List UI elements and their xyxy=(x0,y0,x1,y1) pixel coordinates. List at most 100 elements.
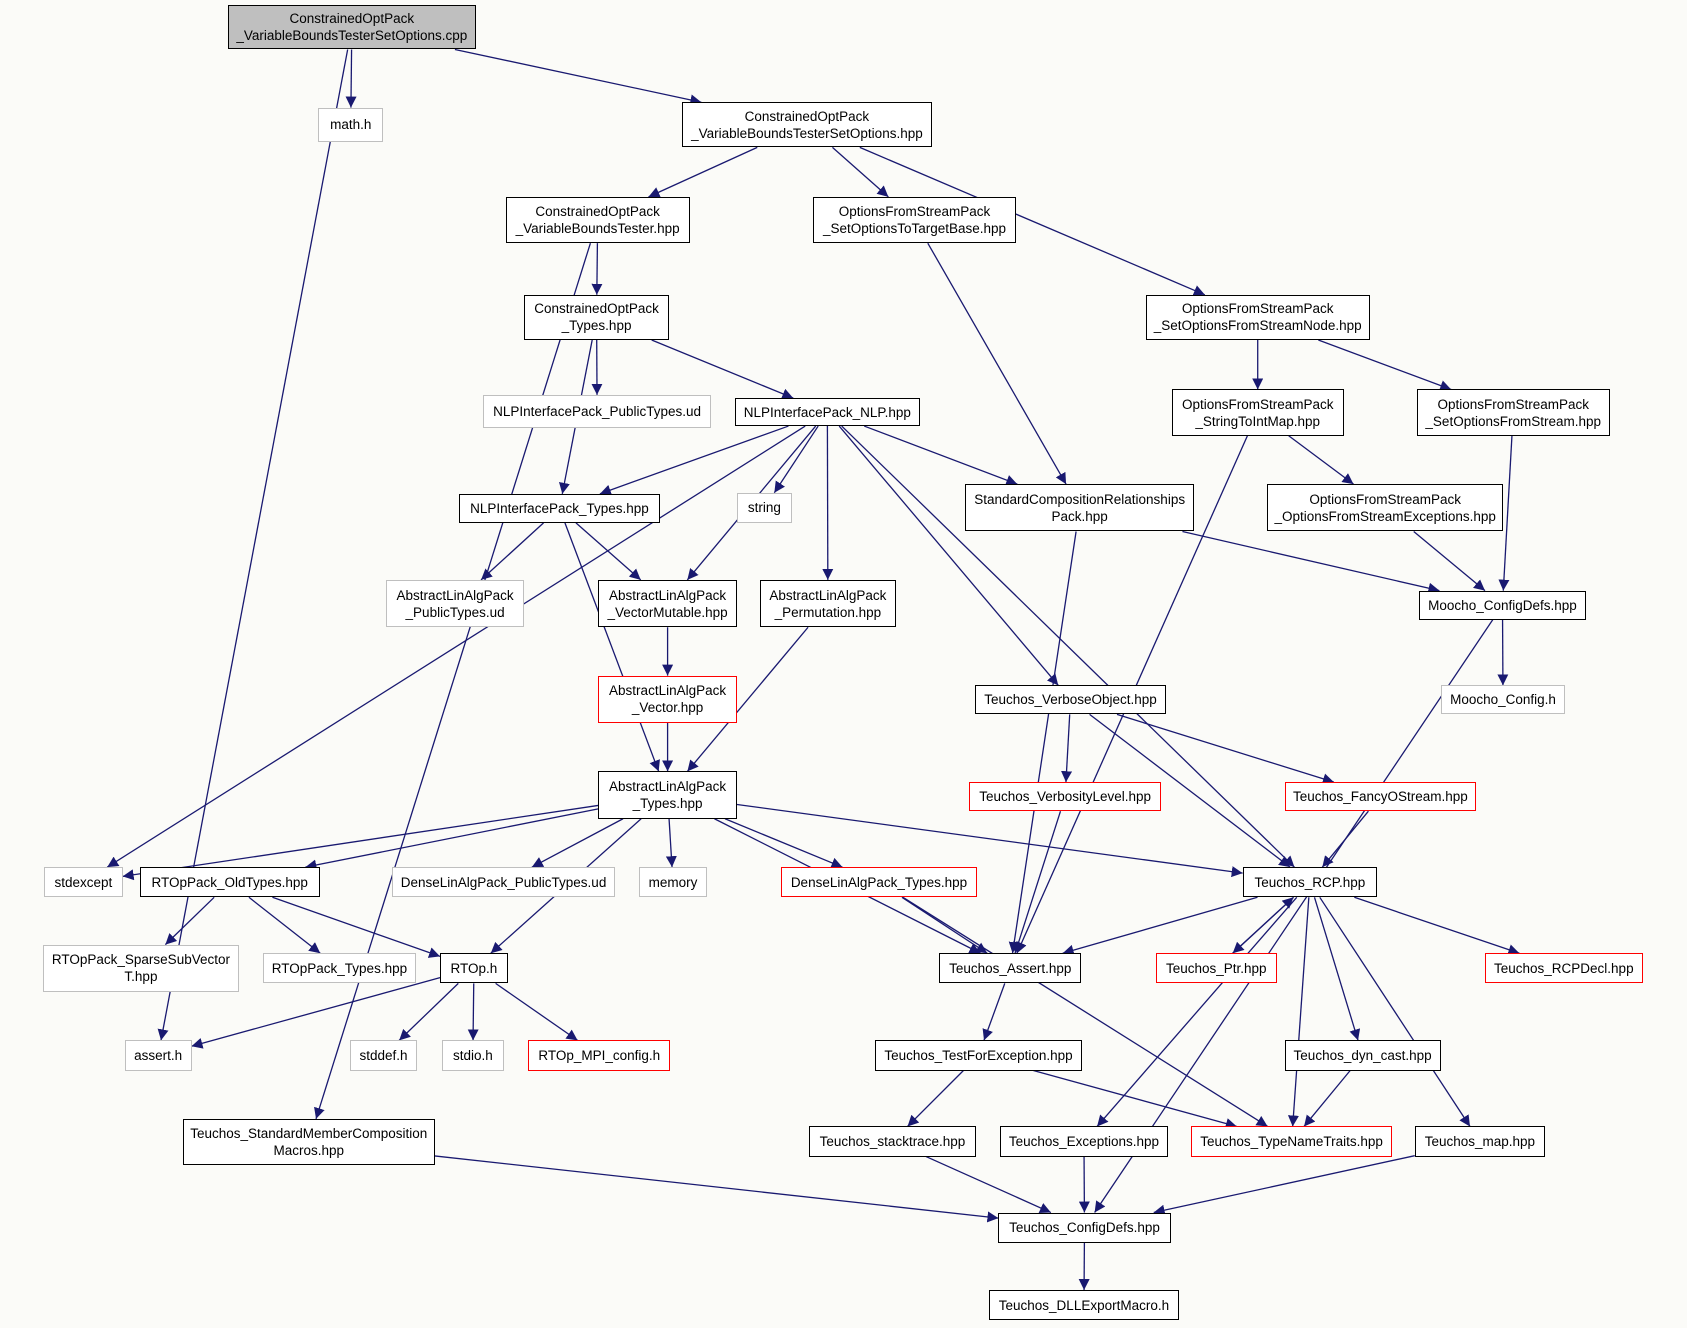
node-label-line: ConstrainedOptPack xyxy=(289,11,415,27)
node-string[interactable]: string xyxy=(736,492,792,523)
edge-moocho_cd-to-t_cd xyxy=(1094,619,1494,1213)
edge-stim_hpp-to-ofse_hpp xyxy=(1288,435,1354,485)
node-label-line: StandardCompositionRelationships xyxy=(974,491,1186,507)
node-t_st[interactable]: Teuchos_stacktrace.hpp xyxy=(809,1126,976,1157)
node-label-line: Macros.hpp xyxy=(273,1143,345,1159)
edge-root-to-vbtso_hpp xyxy=(454,48,702,106)
node-t_assert[interactable]: Teuchos_Assert.hpp xyxy=(939,953,1082,984)
node-sotb_hpp[interactable]: OptionsFromStreamPack_SetOptionsToTarget… xyxy=(813,196,1016,244)
node-label-line: Teuchos_ConfigDefs.hpp xyxy=(1009,1220,1160,1236)
edge-cop_types-to-nlp_hpp xyxy=(651,339,794,399)
node-ala_vec[interactable]: AbstractLinAlgPack_Vector.hpp xyxy=(598,675,737,723)
edge-nlp_hpp-to-t_vo xyxy=(838,425,1059,686)
node-vbt_hpp[interactable]: ConstrainedOptPack_VariableBoundsTester.… xyxy=(505,196,690,244)
node-t_vl[interactable]: Teuchos_VerbosityLevel.hpp xyxy=(969,782,1161,812)
edge-t_map-to-t_cd xyxy=(1153,1155,1415,1216)
node-label-line: ConstrainedOptPack xyxy=(535,204,660,219)
edge-t_dyn-to-t_tnt xyxy=(1303,1070,1351,1127)
edge-t_vl-to-t_assert xyxy=(1013,811,1062,954)
node-ofse_hpp[interactable]: OptionsFromStreamPack_OptionsFromStreamE… xyxy=(1267,484,1503,532)
edge-ala_perm-to-ala_types xyxy=(686,626,809,772)
node-label-line: _OptionsFromStreamExceptions.hpp xyxy=(1274,508,1496,524)
node-t_tnt[interactable]: Teuchos_TypeNameTraits.hpp xyxy=(1191,1126,1393,1157)
edge-dla_types-to-t_assert xyxy=(901,896,988,954)
node-label-line: _VectorMutable.hpp xyxy=(607,604,728,620)
node-ala_vm[interactable]: AbstractLinAlgPack_VectorMutable.hpp xyxy=(598,579,737,628)
node-assert_h[interactable]: assert.h xyxy=(124,1040,192,1071)
node-label-line: _Vector.hpp xyxy=(631,700,704,716)
node-label-line: Teuchos_VerbosityLevel.hpp xyxy=(979,789,1152,805)
node-t_dyn[interactable]: Teuchos_dyn_cast.hpp xyxy=(1284,1040,1441,1071)
node-nlp_types[interactable]: NLPInterfacePack_Types.hpp xyxy=(459,493,660,523)
node-label-line: _PublicTypes.ud xyxy=(405,604,505,620)
edge-scrp_hpp-to-moocho_cd xyxy=(1182,530,1440,594)
node-moocho_cd[interactable]: Moocho_ConfigDefs.hpp xyxy=(1419,590,1586,620)
node-t_tfe[interactable]: Teuchos_TestForException.hpp xyxy=(874,1040,1083,1071)
node-stdexcept[interactable]: stdexcept xyxy=(44,867,123,898)
node-sofs_hpp[interactable]: OptionsFromStreamPack_SetOptionsFromStre… xyxy=(1416,389,1610,436)
node-label-line: DenseLinAlgPack_PublicTypes.ud xyxy=(400,874,607,890)
edge-t_rcp-to-t_exc xyxy=(1096,896,1298,1127)
node-vbtso_hpp[interactable]: ConstrainedOptPack_VariableBoundsTesterS… xyxy=(682,102,932,148)
node-label-line: Teuchos_RCP.hpp xyxy=(1254,874,1366,890)
node-math_h[interactable]: math.h xyxy=(318,107,383,142)
node-label-line: RTOpPack_SparseSubVector xyxy=(51,952,230,968)
node-stddef_h[interactable]: stddef.h xyxy=(349,1040,418,1071)
node-t_exc[interactable]: Teuchos_Exceptions.hpp xyxy=(999,1126,1169,1157)
node-t_rcpdecl[interactable]: Teuchos_RCPDecl.hpp xyxy=(1484,953,1643,984)
node-sofsn_hpp[interactable]: OptionsFromStreamPack_SetOptionsFromStre… xyxy=(1145,294,1370,340)
node-label-line: NLPInterfacePack_PublicTypes.ud xyxy=(493,404,702,420)
node-moocho_cfg[interactable]: Moocho_Config.h xyxy=(1440,685,1566,715)
edge-ala_types-to-stdexcept xyxy=(122,804,599,881)
node-t_vo[interactable]: Teuchos_VerboseObject.hpp xyxy=(974,685,1167,715)
node-ala_types[interactable]: AbstractLinAlgPack_Types.hpp xyxy=(598,771,737,819)
edge-t_tfe-to-t_st xyxy=(907,1070,964,1127)
node-label-line: RTOpPack_OldTypes.hpp xyxy=(151,874,308,890)
edge-t_rcp-to-t_rcpdecl xyxy=(1354,896,1520,955)
edge-t_rcp-to-t_map xyxy=(1319,896,1471,1127)
node-label-line: Teuchos_Ptr.hpp xyxy=(1165,960,1267,976)
node-t_cd[interactable]: Teuchos_ConfigDefs.hpp xyxy=(998,1212,1171,1243)
node-dla_types[interactable]: DenseLinAlgPack_Types.hpp xyxy=(781,867,977,898)
node-nlp_pub_ud[interactable]: NLPInterfacePack_PublicTypes.ud xyxy=(483,394,712,429)
node-ala_pub_ud[interactable]: AbstractLinAlgPack_PublicTypes.ud xyxy=(386,579,524,628)
node-t_dll[interactable]: Teuchos_DLLExportMacro.h xyxy=(988,1289,1180,1321)
node-label-line: Teuchos_Exceptions.hpp xyxy=(1008,1134,1159,1150)
node-label-line: _Types.hpp xyxy=(561,318,632,334)
node-root[interactable]: ConstrainedOptPack_VariableBoundsTesterS… xyxy=(228,5,476,50)
node-label-line: _SetOptionsToTargetBase.hpp xyxy=(822,221,1007,236)
edge-ala_types-to-t_rcp xyxy=(736,803,1243,878)
node-t_map[interactable]: Teuchos_map.hpp xyxy=(1414,1126,1545,1157)
node-stim_hpp[interactable]: OptionsFromStreamPack_StringToIntMap.hpp xyxy=(1171,389,1344,436)
edge-t_smcm-to-t_cd xyxy=(434,1155,999,1223)
node-t_fos[interactable]: Teuchos_FancyOStream.hpp xyxy=(1284,782,1477,812)
node-rtop_h[interactable]: RTOp.h xyxy=(440,953,508,984)
node-nlp_hpp[interactable]: NLPInterfacePack_NLP.hpp xyxy=(734,398,920,427)
node-label-line: Teuchos_Assert.hpp xyxy=(949,960,1072,976)
node-stdio_h[interactable]: stdio.h xyxy=(442,1040,504,1071)
node-t_rcp[interactable]: Teuchos_RCP.hpp xyxy=(1242,867,1378,898)
edge-rtop_old-to-rtop_ssv xyxy=(164,896,215,946)
edge-rtop_h-to-rtop_mpi xyxy=(495,982,578,1041)
node-label-line: Teuchos_stacktrace.hpp xyxy=(819,1134,966,1150)
node-rtop_old[interactable]: RTOpPack_OldTypes.hpp xyxy=(139,867,320,898)
node-rtop_types[interactable]: RTOpPack_Types.hpp xyxy=(262,953,417,984)
edge-t_assert-to-t_tfe xyxy=(982,983,1006,1041)
node-t_ptr[interactable]: Teuchos_Ptr.hpp xyxy=(1155,953,1278,984)
edge-vbt_hpp-to-cop_types xyxy=(591,243,603,295)
node-label-line: Teuchos_StandardMemberComposition xyxy=(190,1126,428,1142)
node-label-line: Teuchos_VerboseObject.hpp xyxy=(984,692,1157,708)
node-cop_types[interactable]: ConstrainedOptPack_Types.hpp xyxy=(523,294,670,340)
edge-t_tfe-to-t_tnt xyxy=(1033,1069,1237,1129)
node-ala_perm[interactable]: AbstractLinAlgPack_Permutation.hpp xyxy=(759,579,897,628)
node-rtop_mpi[interactable]: RTOp_MPI_config.h xyxy=(528,1040,671,1071)
edge-rtop_h-to-stdio_h xyxy=(467,983,479,1041)
edge-nlp_types-to-ala_types xyxy=(564,522,660,772)
node-memory[interactable]: memory xyxy=(639,867,707,898)
edge-rtop_old-to-rtop_types xyxy=(248,896,321,954)
node-dla_pub_ud[interactable]: DenseLinAlgPack_PublicTypes.ud xyxy=(391,867,616,898)
